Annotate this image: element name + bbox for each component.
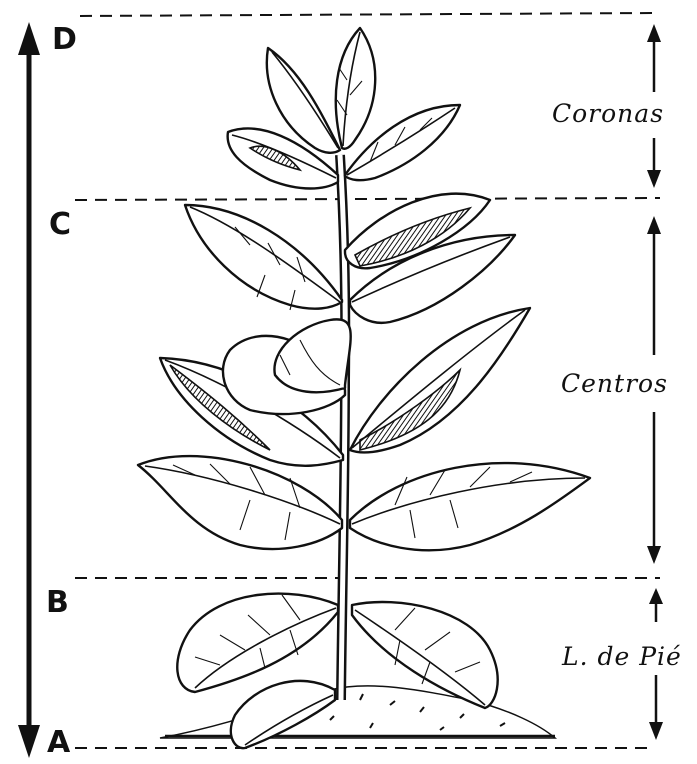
zone-label-centros: Centros <box>561 369 668 398</box>
level-label-a: A <box>47 725 71 760</box>
total-height-arrow <box>18 22 40 758</box>
down-arrow-icon <box>18 725 40 758</box>
level-label-b: B <box>46 585 69 620</box>
level-label-c: C <box>49 207 71 242</box>
zone-label-pie: L. de Pié <box>561 642 682 671</box>
leaf-bottom-left <box>177 594 338 692</box>
level-line-c <box>75 198 660 200</box>
tobacco-plant-illustration <box>138 28 590 748</box>
up-arrow-icon <box>18 22 40 55</box>
leaf-upper-left <box>185 205 342 309</box>
level-line-d <box>80 13 655 16</box>
leaf-center-low-right <box>350 463 590 550</box>
level-label-d: D <box>52 22 77 57</box>
zone-label-coronas: Coronas <box>552 99 664 128</box>
